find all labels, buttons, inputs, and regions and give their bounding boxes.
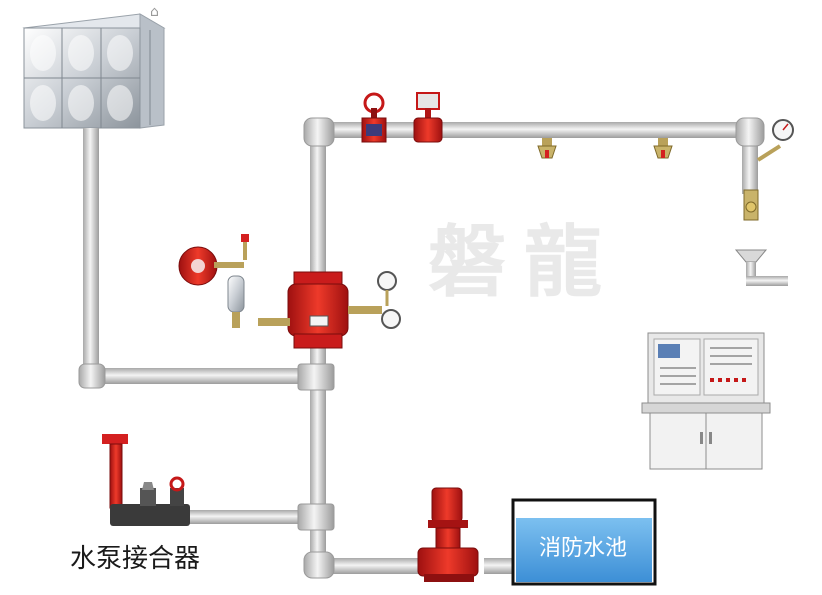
fire-alarm-control-cabinet [641,332,771,470]
fire-water-pool [511,498,657,586]
fire-pump [417,487,479,582]
pressure-gauge [377,271,397,306]
brand-watermark: 磐龍 [428,217,621,308]
pump-adapter [102,434,190,526]
pool-pipe [484,558,516,574]
alarm-valve [258,271,382,349]
fire-pool-label: 消防水池 [538,536,627,561]
drain-funnel [734,249,788,286]
water-motor-alarm-bell [178,234,249,286]
signal-gate-valve [361,92,387,143]
pressure-gauge [381,309,401,329]
home-icon[interactable]: ⌂ [150,4,159,20]
end-test-device [743,119,794,221]
tank-feed-pipe [95,368,305,384]
sprinkler-head [653,138,673,159]
pump-adapter-label: 水泵接合器 [70,544,201,574]
adapter-pipe [185,510,310,524]
pipe-fittings [78,117,765,579]
water-flow-indicator [413,92,443,143]
tank-downpipe [83,128,99,374]
water-tank [22,13,166,129]
pump-suction-pipe [322,558,422,574]
end-test-pipe [742,134,758,194]
sprinkler-head [537,138,557,159]
main-riser-pipe [310,140,326,570]
retard-chamber [227,275,245,328]
